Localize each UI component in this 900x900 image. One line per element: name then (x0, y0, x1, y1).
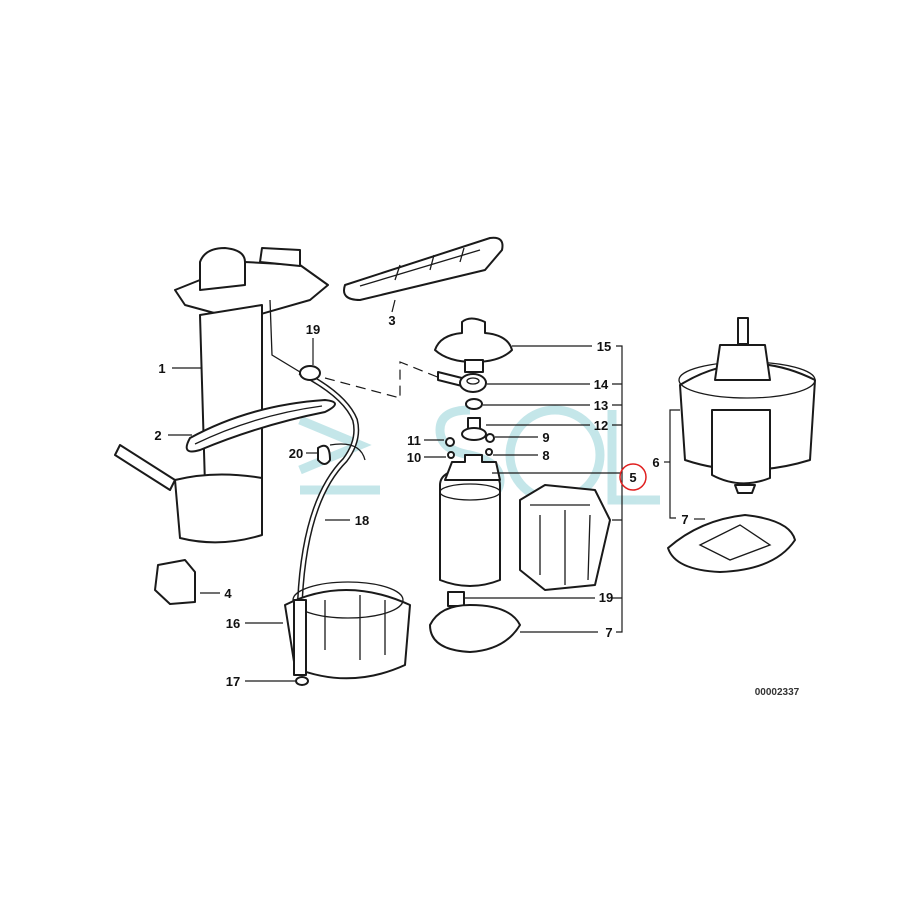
label-part-3: 3 (388, 313, 395, 328)
part-20-wire (329, 443, 366, 461)
label-part-7-right: 7 (681, 512, 688, 527)
part-19-clamp-lower (447, 591, 465, 607)
label-part-20: 20 (289, 446, 303, 461)
part-6-pump-assembly (678, 317, 816, 494)
part-pump-bracket (519, 484, 611, 591)
part-16-tube (293, 599, 307, 676)
part-7-filter-right (667, 514, 796, 573)
part-12-check-valve (461, 417, 487, 441)
part-5-fuel-pump (439, 454, 501, 587)
label-part-9: 9 (542, 430, 549, 445)
part-18-hose-inner (298, 370, 358, 601)
part-7-filter-lower (429, 604, 521, 653)
part-8-washer (485, 448, 493, 456)
part-3-cover (343, 236, 504, 301)
part-1-sender-unit (114, 247, 329, 544)
part-11-nut (445, 437, 455, 447)
part-4-clip (154, 559, 196, 605)
label-part-17: 17 (226, 674, 240, 689)
label-part-11: 11 (407, 433, 421, 448)
highlight-circle-part-5 (619, 463, 647, 491)
label-part-16: 16 (226, 616, 240, 631)
part-16-housing (284, 581, 411, 680)
label-part-13: 13 (594, 398, 608, 413)
label-part-15: 15 (597, 339, 611, 354)
label-part-14: 14 (594, 377, 609, 392)
leader-lines (168, 299, 705, 682)
label-part-7: 7 (605, 625, 612, 640)
part-10-washer (447, 451, 455, 459)
part-19-clamp (299, 365, 321, 381)
dashed-connection-line (324, 361, 441, 399)
label-part-19: 19 (306, 322, 320, 337)
label-part-2: 2 (154, 428, 161, 443)
part-2-seal-ring (185, 399, 336, 453)
label-part-18: 18 (355, 513, 369, 528)
label-part-8: 8 (542, 448, 549, 463)
part-13-washer (465, 398, 483, 410)
part-15-damper (434, 317, 513, 373)
label-part-1: 1 (158, 361, 165, 376)
diagram-code: 00002337 (755, 687, 800, 698)
label-part-10: 10 (407, 450, 421, 465)
part-17-oring (295, 676, 309, 686)
label-part-12: 12 (594, 418, 608, 433)
label-part-5: 5 (629, 470, 636, 485)
part-9-nut (485, 433, 495, 443)
label-part-19-lower: 19 (599, 590, 613, 605)
part-20-clamp (317, 444, 331, 465)
part-14-banjo-fitting (437, 371, 487, 393)
label-part-6: 6 (652, 455, 659, 470)
label-part-4: 4 (224, 586, 232, 601)
